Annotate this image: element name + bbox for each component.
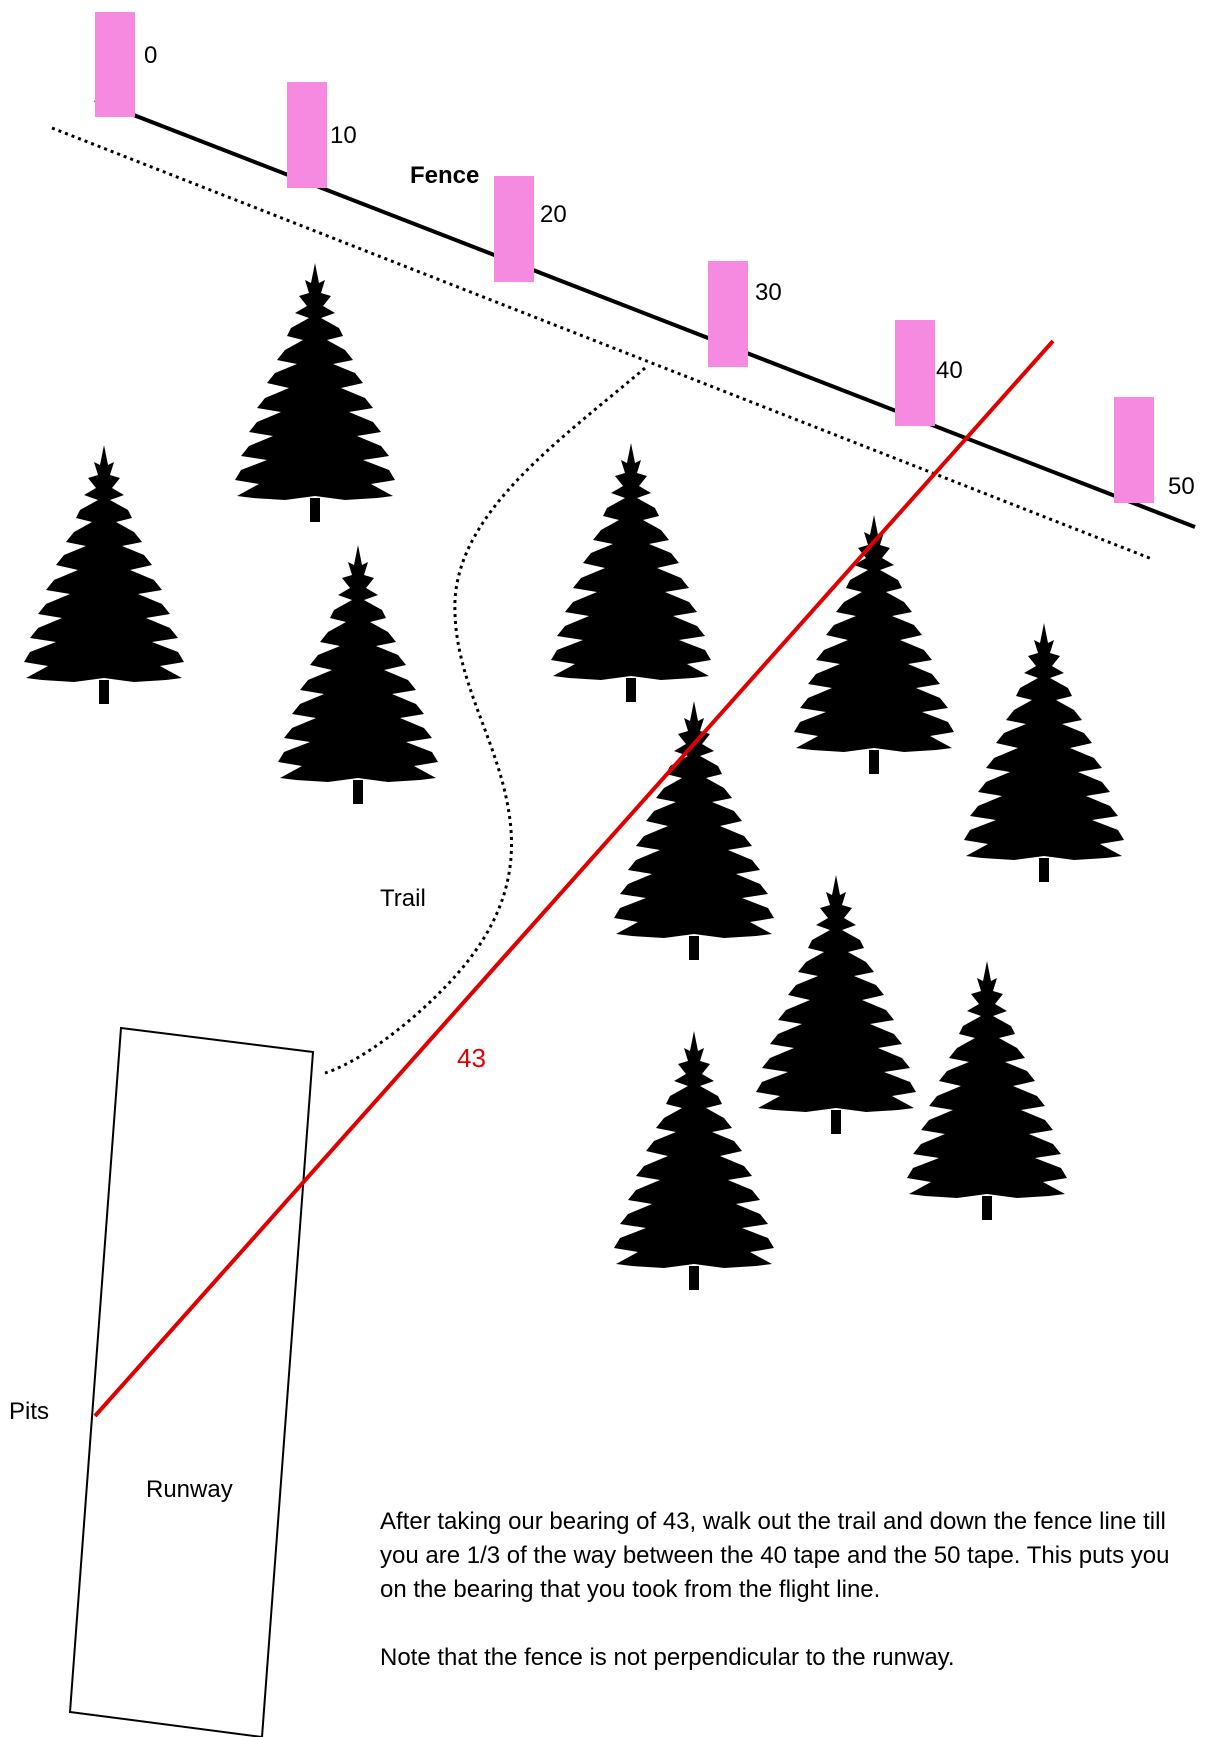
trail-label: Trail [380, 885, 426, 912]
pits-label: Pits [9, 1398, 49, 1425]
pine-tree-icon [278, 545, 438, 804]
tape-label-20: 20 [540, 201, 567, 228]
tape-marker-10 [287, 82, 327, 188]
instructions-paragraph-1: After taking our bearing of 43, walk out… [380, 1508, 1170, 1603]
pine-tree-icon [907, 961, 1067, 1220]
pine-tree-icon [235, 263, 395, 522]
fence-path-dotted [51, 126, 1153, 561]
trail-path [324, 366, 646, 1075]
bearing-line [93, 339, 1055, 1418]
tape-markers [95, 12, 1154, 503]
pine-tree-icon [551, 443, 711, 702]
tape-label-10: 10 [330, 122, 357, 149]
instructions-note: After taking our bearing of 43, walk out… [380, 1505, 1200, 1709]
pine-tree-icon [756, 875, 916, 1134]
pine-tree-icon [964, 623, 1124, 882]
tape-label-50: 50 [1168, 473, 1195, 500]
runway-label: Runway [146, 1476, 233, 1503]
tape-label-30: 30 [755, 279, 782, 306]
runway-outline [68, 1026, 315, 1737]
instructions-paragraph-2: Note that the fence is not perpendicular… [380, 1644, 955, 1671]
pine-tree-icon [24, 445, 184, 704]
pine-tree-icon [614, 701, 774, 960]
trees [24, 263, 1124, 1290]
tape-marker-30 [708, 261, 748, 367]
fence-line [94, 98, 1196, 529]
tape-marker-0 [95, 12, 135, 117]
pine-tree-icon [794, 515, 954, 774]
tape-marker-50 [1114, 397, 1154, 503]
fence-label: Fence [410, 162, 479, 189]
bearing-label: 43 [457, 1043, 486, 1073]
tape-marker-20 [494, 176, 534, 282]
tape-label-40: 40 [936, 357, 963, 384]
tape-marker-40 [895, 320, 935, 426]
pine-tree-icon [614, 1031, 774, 1290]
tape-label-0: 0 [144, 42, 157, 69]
